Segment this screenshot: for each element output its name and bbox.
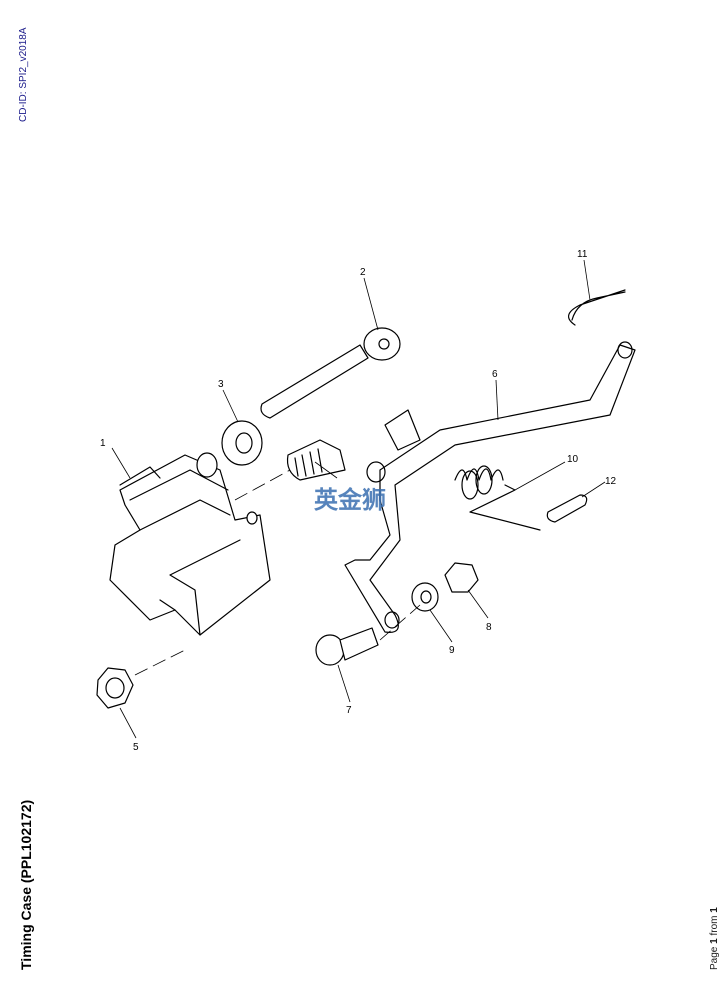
callout-11: 11 bbox=[577, 249, 588, 260]
part-8-nut bbox=[444, 562, 479, 593]
part-7-bolt bbox=[315, 627, 379, 666]
part-4-screw bbox=[286, 439, 346, 481]
part-10-spring bbox=[454, 465, 541, 531]
callout-3: 3 bbox=[218, 379, 224, 390]
part-1-housing bbox=[109, 452, 271, 636]
callout-7: 7 bbox=[346, 705, 352, 716]
callout-2: 2 bbox=[360, 267, 366, 278]
part-2-bolt bbox=[260, 327, 401, 419]
part-9-washer bbox=[411, 582, 439, 612]
callout-9: 9 bbox=[449, 645, 455, 656]
part-12-cap bbox=[546, 494, 588, 523]
callout-6: 6 bbox=[492, 369, 498, 380]
callout-8: 8 bbox=[486, 622, 492, 633]
callout-5: 5 bbox=[133, 742, 139, 753]
watermark: 英金狮 bbox=[314, 486, 386, 514]
part-3-washer bbox=[221, 420, 263, 466]
callout-1: 1 bbox=[100, 438, 106, 449]
part-11-clip bbox=[568, 289, 626, 326]
callout-12: 12 bbox=[605, 476, 617, 487]
part-5-nut bbox=[96, 667, 134, 709]
callout-10: 10 bbox=[567, 454, 579, 465]
part-6-lever bbox=[344, 341, 636, 633]
